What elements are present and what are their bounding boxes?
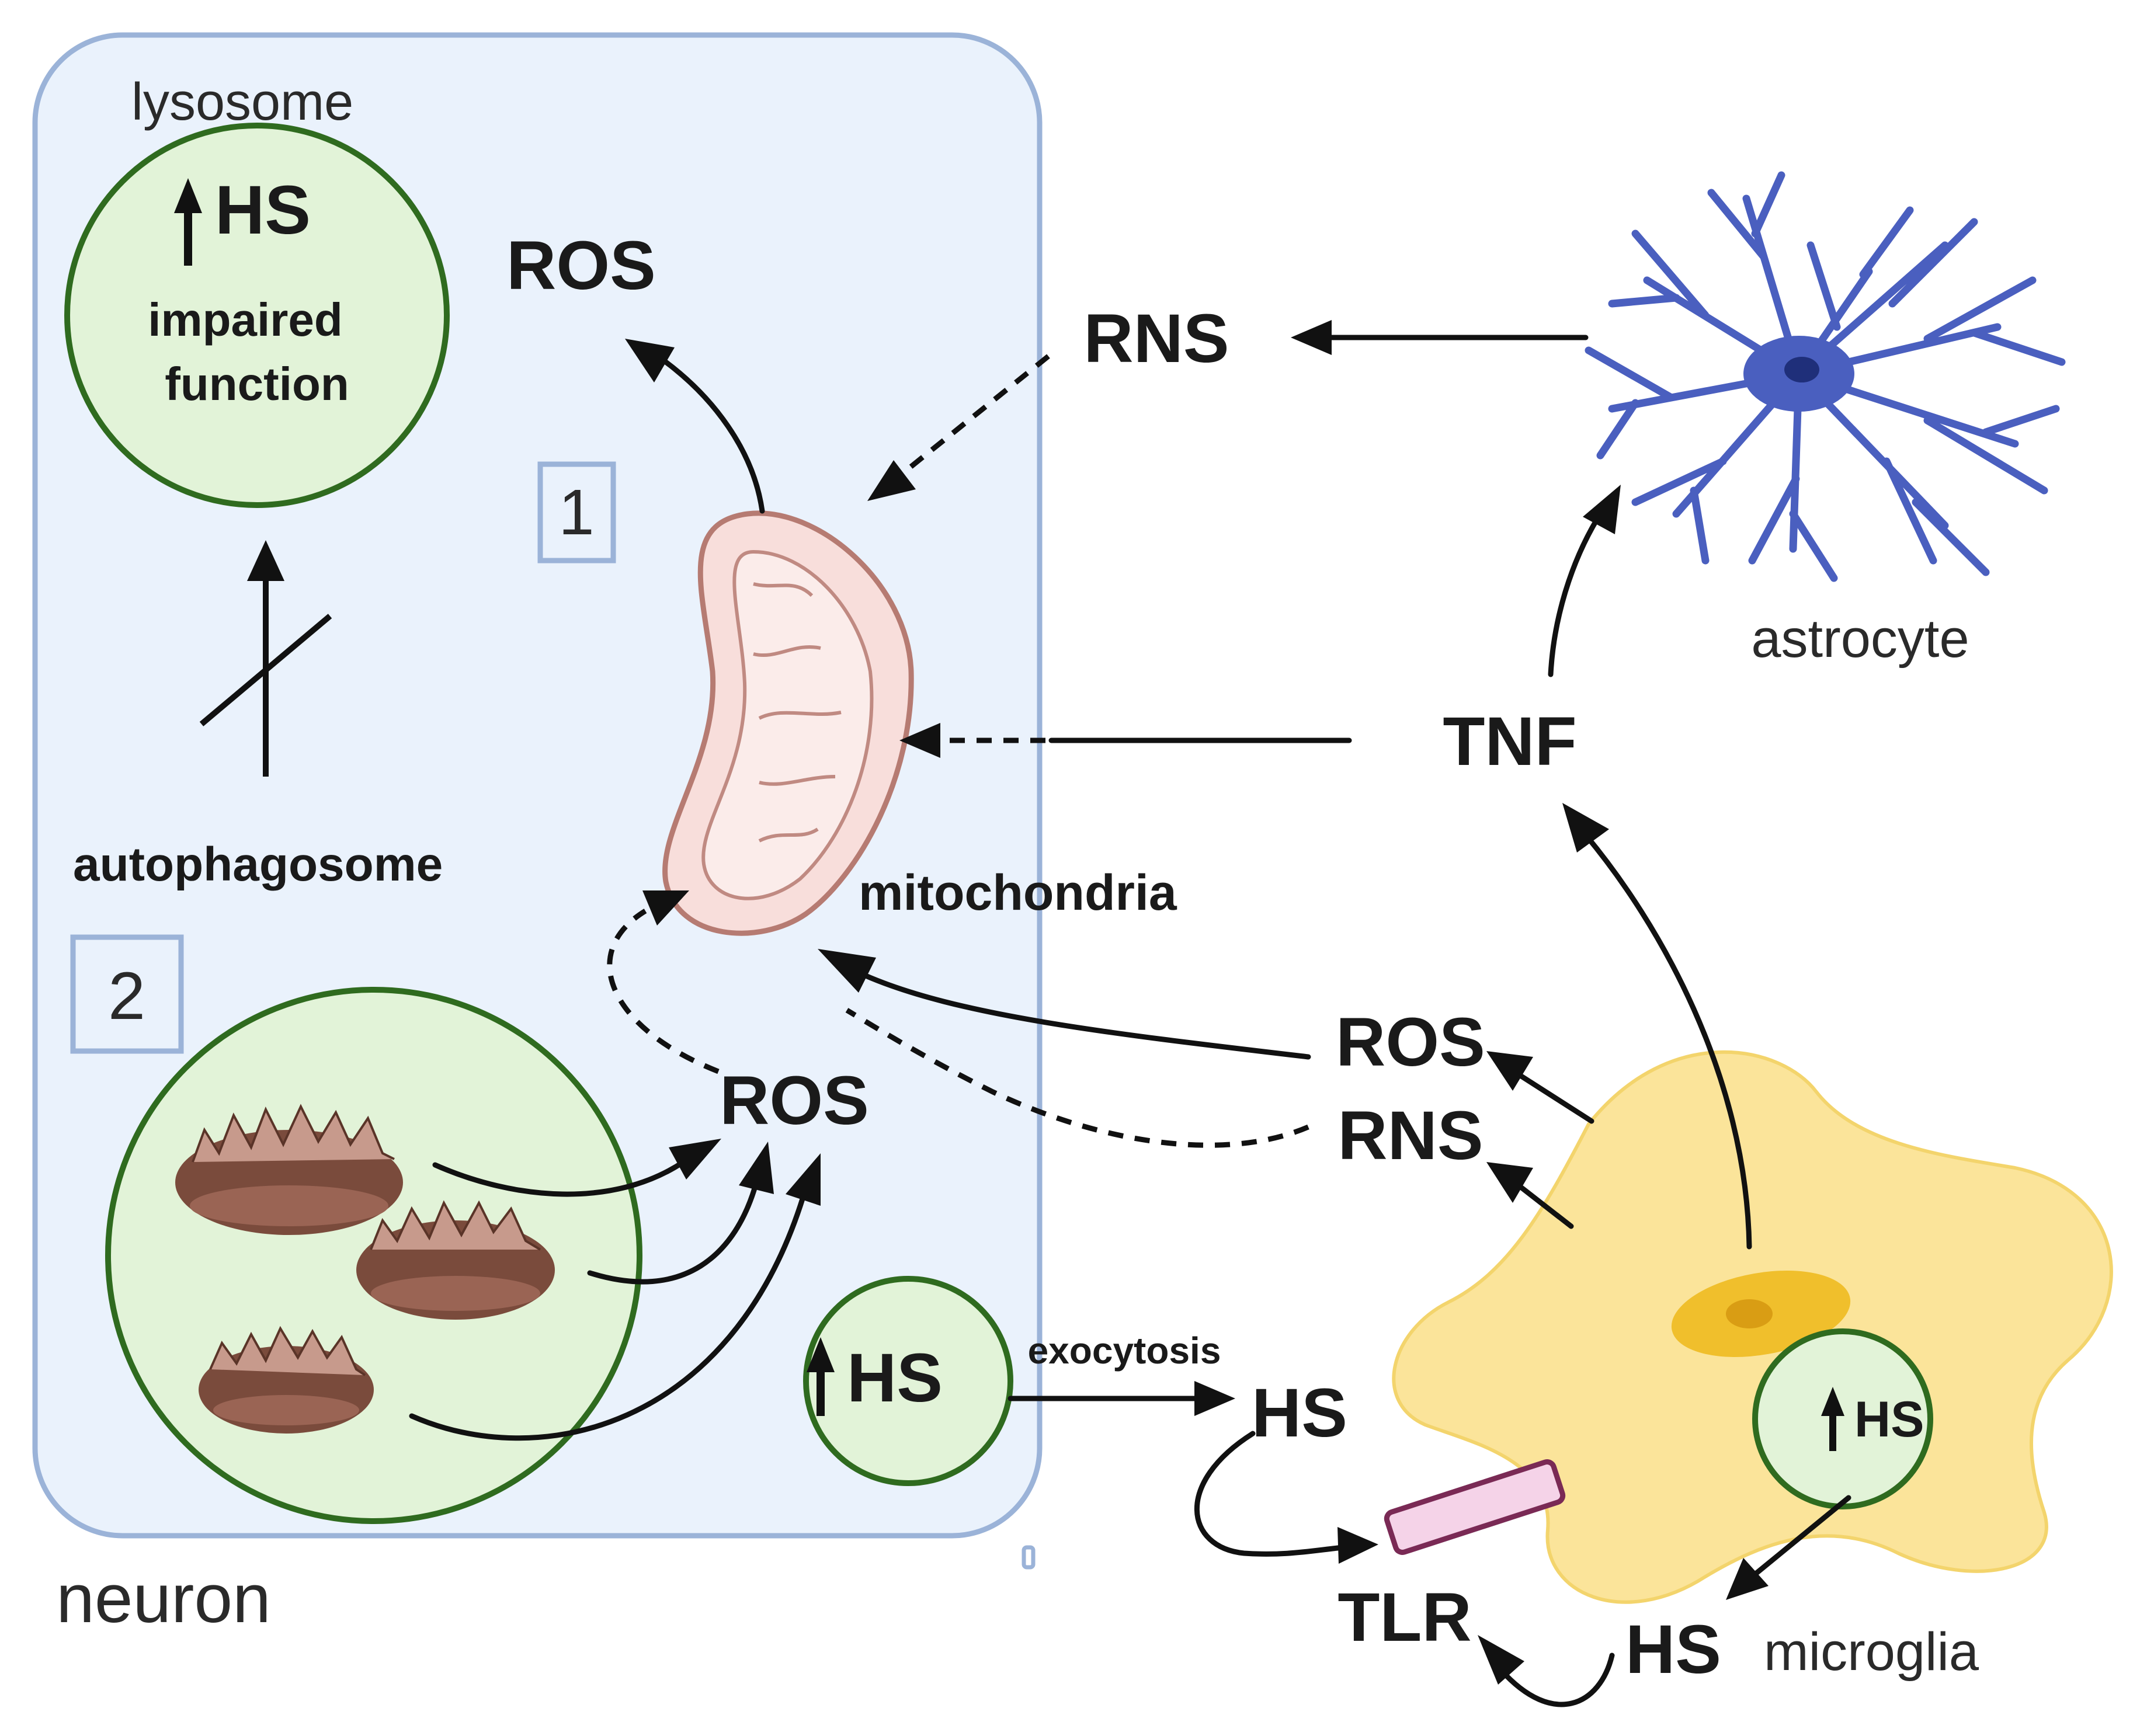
vesicle-hs-label: HS: [847, 1340, 943, 1417]
arrow-microglia-to-ros: [1516, 1071, 1594, 1124]
hs-microglia-out-label: HS: [1625, 1611, 1721, 1688]
ros-microglia-label: ROS: [1336, 1004, 1485, 1081]
arrow-damaged-mito-2-to-ros: [587, 1180, 759, 1285]
arrow-vesicle-to-hs: [1749, 1495, 1851, 1580]
tlr-receptor: [1384, 1459, 1566, 1555]
ros-top-label: ROS: [506, 227, 656, 304]
arrow-tnf-to-astrocyte: [1548, 511, 1603, 677]
hs-extracellular-label: HS: [1252, 1375, 1347, 1452]
rns-astrocyte-label: RNS: [1083, 300, 1229, 377]
damaged-mitochondria-icon: [175, 1104, 403, 1235]
arrow-ros-to-mito: [861, 972, 1311, 1060]
lysosome: [64, 123, 450, 508]
arrow-hs-out-to-tlr: [1498, 1652, 1615, 1707]
damaged-mitochondria-icon: [356, 1200, 555, 1320]
mitochondria-label: mitochondria: [859, 865, 1177, 921]
mitochondrion: [662, 510, 914, 936]
box-2: [70, 934, 184, 1054]
arrow-microglia-to-tnf: [1583, 832, 1752, 1250]
arrow-mito-to-ros: [663, 359, 765, 514]
microglia-label: microglia: [1764, 1622, 1979, 1682]
microglia-vesicle-hs-label: HS: [1854, 1391, 1924, 1448]
lysosome-label: lysosome: [131, 73, 353, 131]
microglia-nucleolus: [1726, 1299, 1773, 1328]
arrow-damaged-mito-1-to-ros: [432, 1159, 686, 1197]
tnf-label: TNF: [1443, 703, 1576, 780]
tlr-label: TLR: [1337, 1579, 1471, 1656]
damaged-mitochondria-icon: [199, 1326, 374, 1434]
box-1: [537, 461, 616, 563]
small-marker: [1022, 1545, 1036, 1570]
exocytosis-label: exocytosis: [1028, 1330, 1221, 1372]
arrow-microglia-to-rns: [1516, 1182, 1574, 1229]
blocked-arrow-icon: [199, 540, 332, 777]
up-arrow-icon: [1821, 1387, 1844, 1451]
autophagosome-label: autophagosome: [73, 838, 443, 891]
arrow-rns-to-mito-dashed: [898, 354, 1050, 478]
arrow-damaged-mito-3-to-ros: [409, 1194, 806, 1441]
up-arrow-icon: [807, 1337, 835, 1416]
arrow-ros-to-mito-dashed: [607, 909, 720, 1074]
lysosome-hs-label: HS: [215, 172, 311, 249]
lysosome-function-label: function: [165, 358, 349, 410]
arrow-rns-to-mito: [845, 1008, 1309, 1148]
box-2-label: 2: [108, 959, 145, 1034]
up-arrow-icon: [174, 178, 202, 266]
astrocyte-nucleus: [1784, 357, 1819, 382]
arrow-hs-to-tlr: [1194, 1431, 1346, 1557]
rns-microglia-label: RNS: [1337, 1097, 1483, 1174]
lysosome-impaired-label: impaired: [148, 294, 342, 346]
box-1-label: 1: [558, 476, 594, 548]
astrocyte-label: astrocyte: [1751, 609, 1969, 669]
hs-vesicle: [803, 1276, 1013, 1486]
microglia-hs-vesicle: [1752, 1328, 1933, 1509]
ros-neuron-label: ROS: [720, 1062, 869, 1139]
neuron-label: neuron: [56, 1560, 270, 1637]
